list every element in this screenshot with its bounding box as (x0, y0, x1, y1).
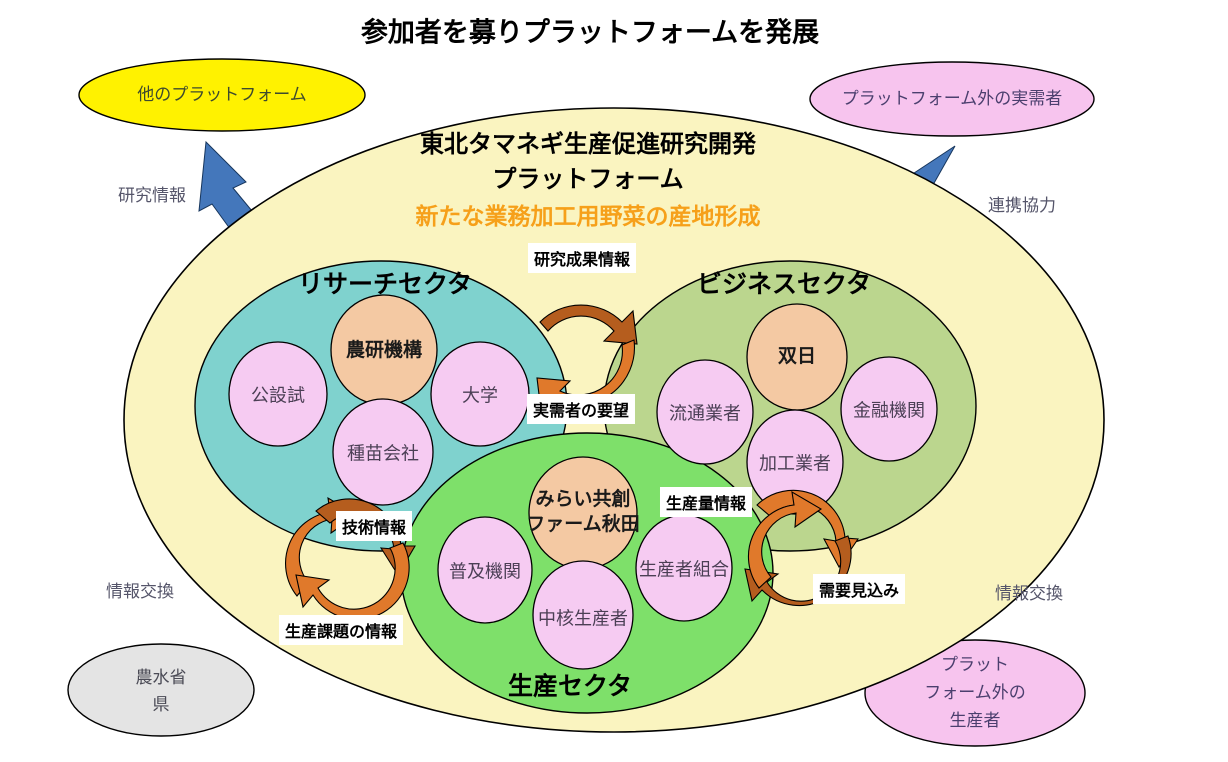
cycle-tag-production-volume: 生産量情報 (659, 487, 753, 517)
flow-label-info-exchange-right: 情報交換 (995, 584, 1063, 604)
page-title: 参加者を募りプラットフォームを発展 (360, 17, 820, 48)
member-label-core-producer: 中核生産者 (538, 608, 628, 629)
sector-label-business: ビジネスセクタ (696, 270, 872, 299)
member-label-mirai-farm-line2: ファーム秋田 (526, 514, 640, 536)
flow-label-cooperation: 連携協力 (988, 196, 1056, 216)
satellite-label-other-platform: 他のプラットフォーム (137, 85, 307, 105)
member-circle-processor[interactable] (746, 409, 844, 515)
satellite-external-producer-shape[interactable] (864, 639, 1086, 747)
member-label-processor: 加工業者 (759, 453, 831, 474)
satellite-external-demander-shape[interactable] (809, 61, 1095, 137)
member-label-producer-union: 生産者組合 (639, 559, 729, 580)
member-circle-extension[interactable] (437, 516, 533, 624)
cycle-tag-demand-forecast: 需要見込み (812, 574, 906, 604)
sector-label-production: 生産セクタ (507, 672, 633, 701)
member-circle-koseishi[interactable] (228, 341, 328, 447)
cycle-arrows-research-business (536, 304, 638, 413)
flow-label-research-info: 研究情報 (118, 186, 186, 206)
satellite-label-external-producer-line3: 生産者 (949, 711, 1001, 731)
flow-label-info-exchange-left: 情報交換 (106, 582, 174, 602)
member-label-mirai-farm-line1: みらい共創 (535, 489, 631, 511)
member-circle-financial[interactable] (840, 356, 938, 462)
cycle-tag-demander-needs: 実需者の要望 (526, 394, 636, 424)
satellite-label-external-demander: プラットフォーム外の実需者 (841, 89, 1063, 109)
member-label-naro: 農研機構 (345, 340, 423, 362)
member-label-extension: 普及機関 (449, 561, 521, 582)
cycle-tag-technical-info: 技術情報 (335, 511, 413, 541)
member-circle-mirai-farm[interactable] (528, 456, 638, 570)
cycle-arrows-business-production (744, 489, 859, 607)
satellite-other-platform-shape[interactable] (78, 58, 366, 132)
member-label-university: 大学 (462, 385, 498, 406)
satellite-label-ministry-line1: 農水省 (135, 668, 187, 688)
satellite-ministry-shape[interactable] (67, 643, 255, 737)
cycle-tag-research-results: 研究成果情報 (527, 243, 637, 273)
member-label-sojitz: 双日 (777, 346, 817, 368)
member-circle-distributor[interactable] (656, 359, 754, 465)
member-label-koseishi: 公設試 (251, 385, 305, 406)
platform-subtitle: 新たな業務加工用野菜の産地形成 (415, 202, 761, 229)
platform-title-line2: プラットフォーム (492, 166, 684, 194)
member-label-seed-company: 種苗会社 (347, 443, 419, 464)
platform-title-line1: 東北タマネギ生産促進研究開発 (420, 131, 756, 159)
sector-label-research: リサーチセクタ (297, 270, 473, 299)
satellite-label-external-producer-line1: プラット (941, 655, 1009, 675)
member-circle-seed-company[interactable] (332, 398, 434, 506)
member-label-financial: 金融機関 (853, 400, 925, 421)
member-label-distributor: 流通業者 (669, 403, 741, 424)
member-circle-core-producer[interactable] (532, 560, 634, 670)
satellite-label-external-producer-line2: フォーム外の (924, 683, 1026, 703)
satellite-label-ministry-line2: 県 (152, 695, 170, 715)
cycle-tag-production-issues: 生産課題の情報 (278, 615, 404, 645)
